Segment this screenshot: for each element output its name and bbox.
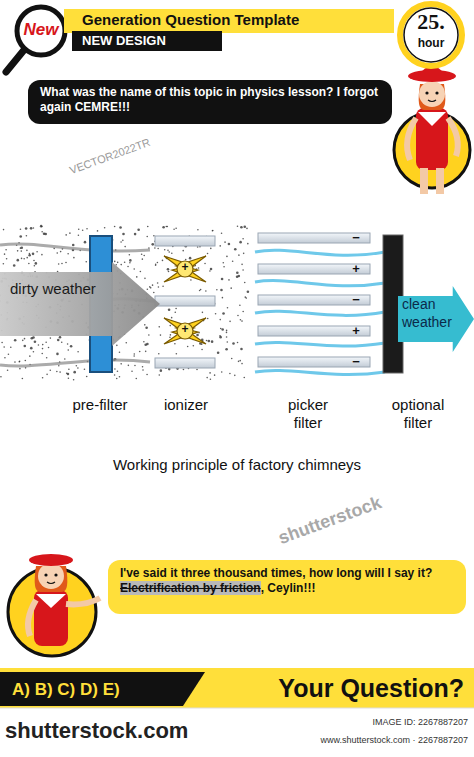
design-band: NEW DESIGN <box>72 31 222 51</box>
charge-sign: − <box>349 292 363 308</box>
speech-bubble: I've said it three thousand times, how l… <box>108 560 466 614</box>
node-text: NEW DESIGN <box>82 33 212 49</box>
ionizer-plates <box>155 236 215 368</box>
dust-dots <box>0 225 249 381</box>
clean-air-arrow: clean weather <box>398 286 474 352</box>
clock-badge: 25.hour <box>396 0 466 70</box>
part-label: optional filter <box>385 396 451 432</box>
dirty-air-arrow: dirty weather <box>0 262 160 346</box>
charge-sign: − <box>349 230 363 246</box>
node-text: dirty weather <box>10 280 160 299</box>
answer-choices: A) B) C) D) E) <box>0 672 205 706</box>
charge-sign: + <box>178 260 192 274</box>
footer-ground <box>0 708 474 757</box>
lightning-symbol <box>164 256 206 344</box>
footer-id: IMAGE ID: 2267887207 <box>292 717 468 728</box>
girl-figure <box>8 554 100 656</box>
question-banner: Your Question? <box>212 670 470 711</box>
arrow-shape <box>0 262 160 346</box>
node-text: Generation Question Template <box>82 11 384 30</box>
node-text: Your Question? <box>212 673 464 704</box>
part-label: ionizer <box>146 396 226 414</box>
caption: Working principle of factory chimneys <box>37 456 437 473</box>
node-text: I've said it three thousand times, how l… <box>120 566 454 581</box>
girl-figure <box>394 66 470 194</box>
footer-rule <box>0 708 474 709</box>
charge-sign: − <box>349 354 363 370</box>
node-text: , Ceylin!!! <box>261 581 316 595</box>
node-text: A) B) C) D) E) <box>12 679 205 700</box>
magnifier-handle <box>6 50 24 72</box>
hour-number: 25. <box>396 8 466 36</box>
part-label: picker filter <box>277 396 339 432</box>
clean-streams <box>255 250 385 374</box>
charge-sign: + <box>349 323 363 339</box>
node-text: New <box>14 4 68 40</box>
footer-logo: shutterstock.com <box>5 718 175 744</box>
answer-band <box>0 668 474 708</box>
picker-plates <box>258 233 370 367</box>
part-label: pre-filter <box>60 396 140 414</box>
new-badge: New <box>14 4 68 58</box>
hour-word: hour <box>396 36 466 51</box>
node-text: What was the name of this topic in physi… <box>40 85 380 115</box>
node-text: clean weather <box>402 296 460 331</box>
charge-sign: + <box>178 322 192 336</box>
watermark: VECTOR2022TR <box>47 128 174 185</box>
speech-bubble: What was the name of this topic in physi… <box>28 80 392 124</box>
title-band: Generation Question Template <box>64 9 394 33</box>
charge-sign: + <box>349 261 363 277</box>
footer-url: www.shutterstock.com · 2267887207 <box>292 735 468 746</box>
watermark: shutterstock <box>261 487 400 555</box>
highlighted-answer: Electrification by friction <box>120 581 261 595</box>
dirty-streams <box>0 244 165 366</box>
